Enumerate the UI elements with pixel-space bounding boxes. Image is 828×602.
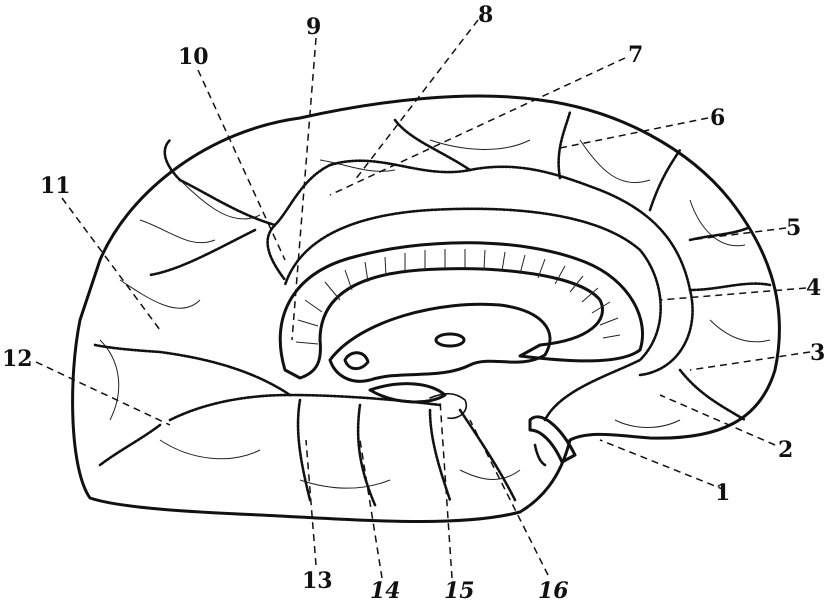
callout-14: 14 <box>370 578 401 602</box>
callout-12: 12 <box>2 346 33 372</box>
leader-lines <box>35 19 811 579</box>
callout-1: 1 <box>715 480 730 506</box>
callout-9: 9 <box>306 14 321 40</box>
callout-4: 4 <box>806 275 821 301</box>
brainstem <box>528 415 577 467</box>
callout-8: 8 <box>478 2 493 28</box>
callout-16: 16 <box>538 578 569 602</box>
hemisphere-outline <box>71 94 781 523</box>
callout-5: 5 <box>786 215 801 241</box>
callout-6: 6 <box>710 105 725 131</box>
artery-tree <box>93 110 772 507</box>
corpus-callosum <box>278 241 645 380</box>
callout-7: 7 <box>628 42 643 68</box>
callout-15: 15 <box>444 578 475 602</box>
diencephalon <box>328 302 552 404</box>
callout-11: 11 <box>40 173 71 199</box>
callout-2: 2 <box>778 437 793 463</box>
callout-3: 3 <box>810 340 825 366</box>
callout-10: 10 <box>178 44 209 70</box>
callout-13: 13 <box>302 568 333 594</box>
